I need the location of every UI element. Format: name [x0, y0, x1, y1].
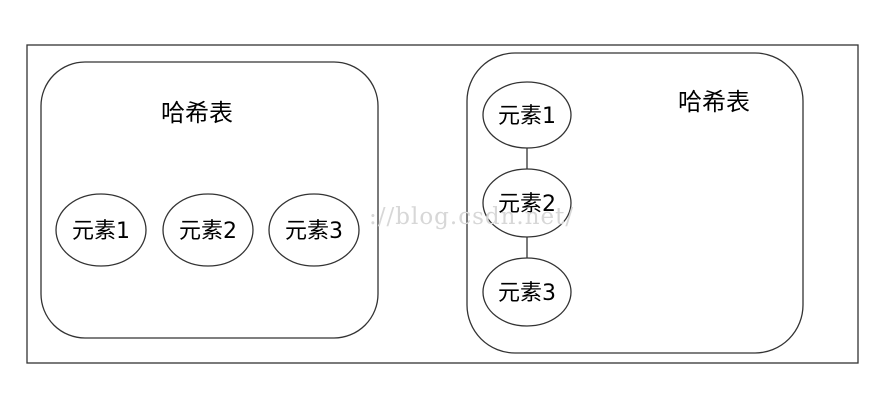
right-element-3-ellipse [482, 257, 572, 327]
left-element-2-ellipse [162, 193, 254, 267]
left-element-3-label: 元素3 [285, 219, 343, 244]
left-element-1-label: 元素1 [72, 219, 130, 244]
left-hash-table: 哈希表 元素1 元素2 元素3 [40, 61, 379, 339]
right-panel-title: 哈希表 [678, 88, 750, 116]
left-element-2-label: 元素2 [179, 219, 237, 244]
watermark-text: ://blog.csdn.net/ [369, 204, 574, 230]
right-element-1-label: 元素1 [498, 104, 556, 129]
right-hash-table: 哈希表 元素1 元素2 元素3 [466, 52, 804, 354]
right-element-3-label: 元素3 [498, 281, 556, 306]
right-element-1-ellipse [482, 81, 572, 149]
left-panel-box [40, 61, 379, 339]
left-element-1-ellipse [55, 193, 147, 267]
left-element-3-ellipse [268, 193, 360, 267]
left-panel-title: 哈希表 [161, 99, 233, 127]
right-element-2-ellipse [482, 168, 572, 238]
right-panel-box [466, 52, 804, 354]
right-element-2-label: 元素2 [498, 192, 556, 217]
outer-frame [26, 44, 859, 364]
